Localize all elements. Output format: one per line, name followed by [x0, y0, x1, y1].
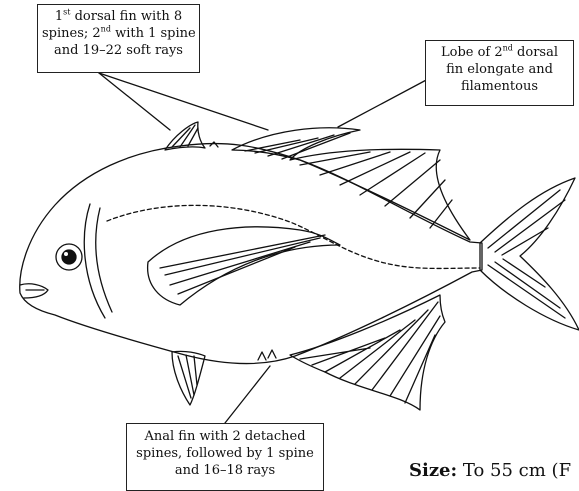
- pointer-line-dorsal-2: [99, 73, 268, 130]
- lobe-label-text: Lobe of 2: [441, 45, 503, 60]
- dorsal-lobe-label: Lobe of 2nd dorsal fin elongate and fila…: [425, 40, 574, 106]
- size-value: To 55 cm (F: [457, 460, 571, 481]
- dorsal-label-text: spines; 2: [42, 26, 101, 41]
- lobe-label-superscript: nd: [503, 44, 513, 53]
- pointer-line-anal: [225, 366, 270, 423]
- anal-fin: [290, 295, 445, 410]
- pectoral-fin: [148, 227, 340, 305]
- dorsal-fin-label: 1st dorsal fin with 8 spines; 2nd with 1…: [37, 4, 200, 73]
- dorsal-label-text: and 19–22 soft rays: [42, 42, 195, 59]
- size-label: Size:: [409, 460, 457, 481]
- dorsal-label-text: dorsal fin with 8: [70, 9, 182, 24]
- pointer-line-dorsal-1: [99, 73, 170, 130]
- fish-body: [20, 144, 482, 364]
- size-note: Size: To 55 cm (F: [409, 460, 571, 481]
- lobe-label-text: filamentous: [430, 78, 569, 95]
- lateral-line: [107, 205, 480, 268]
- fish-mouth: [20, 284, 48, 298]
- anal-label-text: Anal fin with 2 detached: [131, 428, 319, 445]
- dorsal-label-superscript: nd: [101, 25, 111, 34]
- pelvic-fin: [172, 351, 205, 405]
- lobe-label-text: dorsal: [513, 45, 558, 60]
- anal-label-text: spines, followed by 1 spine: [131, 445, 319, 462]
- dorsal-label-text: with 1 spine: [111, 26, 196, 41]
- anal-fin-label: Anal fin with 2 detached spines, followe…: [126, 423, 324, 491]
- lobe-label-text: fin elongate and: [430, 61, 569, 78]
- pointer-line-lobe: [338, 78, 430, 127]
- dorsal-label-text: 1: [55, 9, 63, 24]
- anal-label-text: and 16–18 rays: [131, 462, 319, 479]
- gill-cover: [84, 204, 105, 318]
